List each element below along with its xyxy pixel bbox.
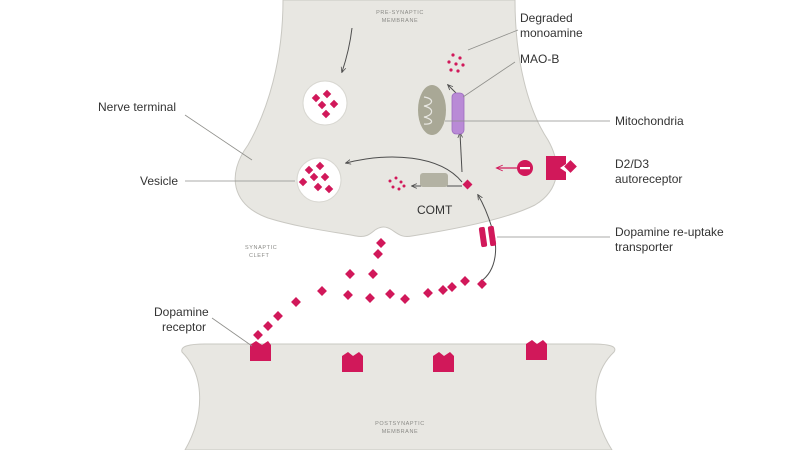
leader-nerve-terminal (184, 114, 253, 161)
cleft-dopamine-molecules (253, 238, 487, 340)
comt-enzyme-icon (420, 173, 448, 187)
dopamine-molecule-icon (373, 249, 383, 259)
leader-mao-b (462, 61, 516, 98)
label-reuptake-line2: transporter (615, 240, 673, 254)
dopamine-molecule-icon (365, 293, 375, 303)
degraded-monoamine-icon (447, 53, 465, 73)
comt-degraded-dots (388, 176, 406, 191)
cleft-label-line1: SYNAPTIC (245, 245, 277, 251)
dopamine-molecule-icon (273, 311, 283, 321)
leader-degraded (467, 29, 519, 51)
dopamine-molecule-icon (291, 297, 301, 307)
mitochondria-icon (418, 85, 446, 135)
dopamine-molecule-icon (438, 285, 448, 295)
flow-arrow-to-vesicle (346, 156, 463, 183)
label-mitochondria: Mitochondria (615, 114, 684, 128)
presynaptic-label-line1: PRE-SYNAPTIC (376, 10, 424, 16)
label-d2d3-line2: autoreceptor (615, 172, 682, 186)
leader-receptor (211, 317, 253, 347)
dopamine-molecule-icon (376, 238, 386, 248)
postsynaptic-label-line1: POSTSYNAPTIC (375, 421, 425, 427)
vesicle-icon (296, 157, 342, 203)
dopamine-molecule-icon (253, 330, 263, 340)
mao-b-enzyme-icon (451, 92, 465, 135)
label-nerve-terminal: Nerve terminal (98, 100, 176, 114)
dopamine-molecule-icon (462, 179, 473, 190)
postsynaptic-terminal (181, 343, 616, 451)
label-degraded-line2: monoamine (520, 26, 583, 40)
dopamine-molecule-icon (447, 282, 457, 292)
dopamine-molecule-icon (345, 269, 355, 279)
flow-arrow-to-mao-b (460, 133, 462, 173)
dopamine-molecule-icon (477, 279, 487, 289)
label-mao-b: MAO-B (520, 52, 559, 66)
dopamine-receptor-icon (526, 340, 547, 360)
flow-arrow-into-vesicle (342, 27, 353, 72)
dopamine-molecule-icon (400, 294, 410, 304)
dopamine-molecule-icon (343, 290, 353, 300)
dopamine-molecule-icon (263, 321, 273, 331)
dopamine-molecule-icon (385, 289, 395, 299)
label-degraded-line1: Degraded (520, 11, 573, 25)
dopamine-receptor-icon (342, 352, 363, 372)
label-receptor-line1: Dopamine (154, 305, 209, 319)
dopamine-molecule-icon (317, 286, 327, 296)
presynaptic-terminal (234, 0, 558, 237)
flow-arrow-to-degraded (448, 85, 457, 94)
dopamine-receptor-icon (433, 352, 454, 372)
dopamine-molecule-icon (460, 276, 470, 286)
vesicle-icon (302, 80, 348, 126)
postsynaptic-label-line2: MEMBRANE (382, 429, 419, 435)
dopamine-receptor-icon (250, 341, 271, 361)
label-comt: COMT (417, 203, 453, 217)
presynaptic-label-line2: MEMBRANE (382, 18, 419, 24)
cleft-label-line2: CLEFT (249, 253, 269, 259)
label-vesicle: Vesicle (140, 174, 178, 188)
reuptake-transporter-icon (478, 225, 497, 248)
label-receptor-line2: receptor (162, 320, 206, 334)
dopamine-molecule-icon (368, 269, 378, 279)
dopamine-molecule-icon (423, 288, 433, 298)
label-reuptake-line1: Dopamine re-uptake (615, 225, 724, 239)
label-d2d3-line1: D2/D3 (615, 157, 649, 171)
